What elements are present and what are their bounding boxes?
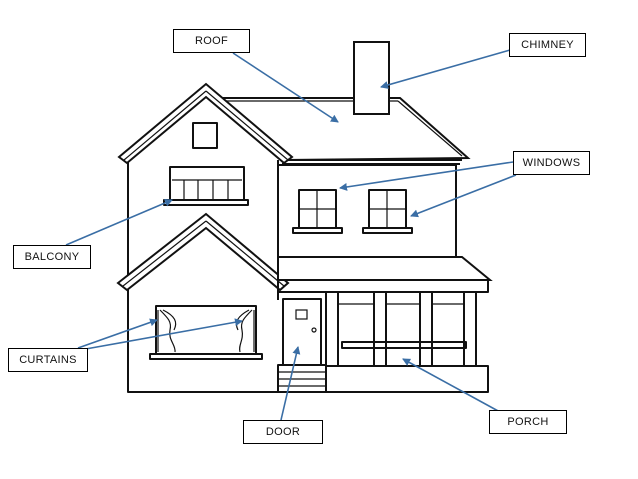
chimney-label: CHIMNEY: [509, 33, 586, 57]
chimney: [353, 41, 390, 115]
lower-gable: [116, 212, 290, 292]
house-outline: [116, 41, 493, 393]
upper-window-left: [292, 189, 343, 234]
roof-pointer: [232, 52, 339, 123]
windows-pointer-right: [410, 174, 517, 218]
porch: [325, 291, 489, 393]
balcony-label: BALCONY: [13, 245, 91, 269]
left-wall: [127, 160, 278, 393]
front-door: [282, 298, 322, 366]
curtain-window: [149, 305, 263, 360]
curtains-pointer-right: [79, 318, 243, 351]
chimney-pointer: [380, 49, 511, 89]
curtains-pointer-left: [77, 318, 158, 349]
curtains-label: CURTAINS: [8, 348, 88, 372]
door-pointer: [280, 346, 301, 421]
balcony-pointer: [65, 199, 173, 246]
windows-pointer-left: [339, 161, 514, 191]
door-label: DOOR: [243, 420, 323, 444]
door-steps: [277, 364, 327, 393]
windows-label: WINDOWS: [513, 151, 590, 175]
balcony: [163, 166, 249, 206]
pointer-arrows: [65, 49, 517, 421]
roof-label: ROOF: [173, 29, 250, 53]
upper-gable: [117, 82, 294, 165]
attic-window: [192, 122, 218, 149]
porch-label: PORCH: [489, 410, 567, 434]
upper-window-right: [362, 189, 413, 234]
porch-pointer: [402, 358, 501, 413]
upper-wall: [277, 164, 457, 258]
porch-roof: [277, 256, 493, 281]
